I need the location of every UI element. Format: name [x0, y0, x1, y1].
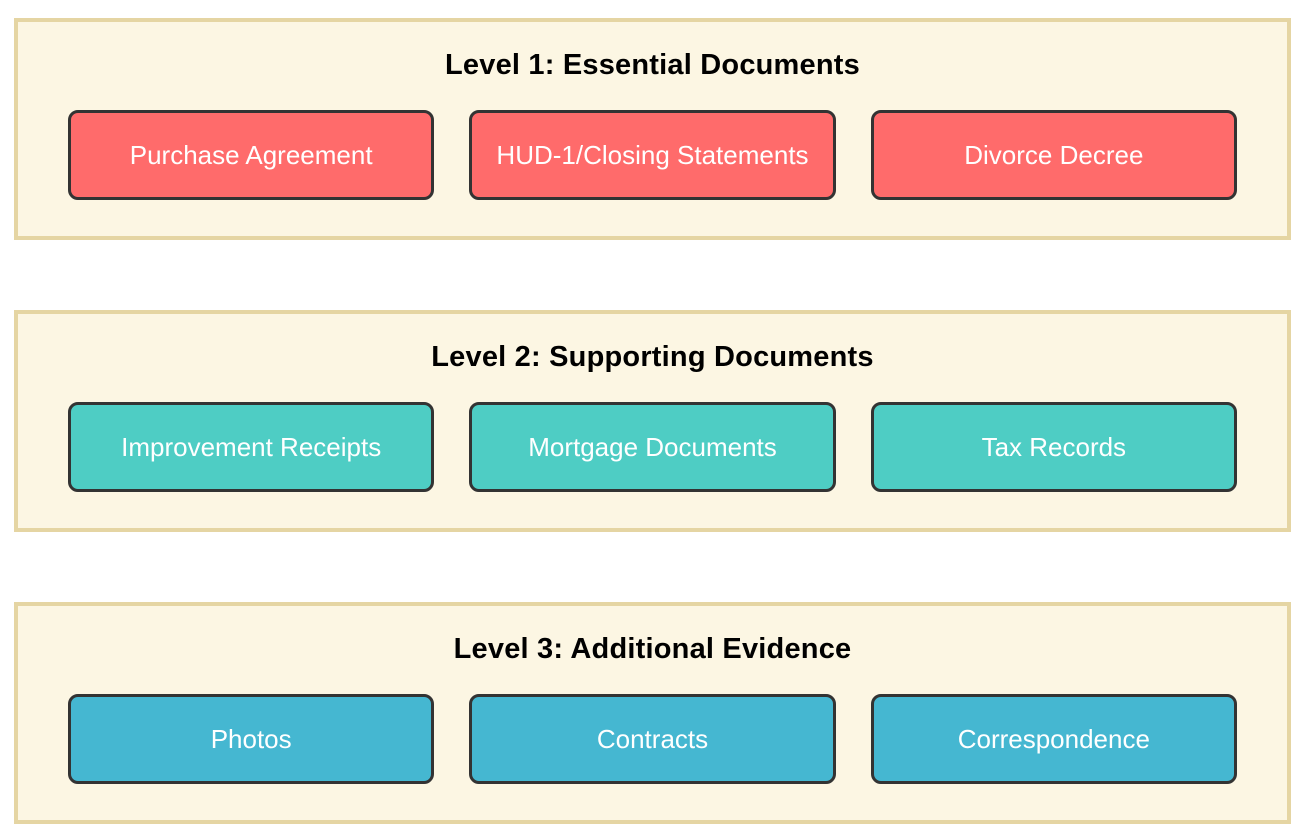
node-divorce-decree: Divorce Decree: [870, 110, 1237, 200]
level-1-node-row: Purchase Agreement HUD-1/Closing Stateme…: [68, 110, 1237, 200]
node-mortgage-documents: Mortgage Documents: [469, 402, 836, 492]
level-3-node-row: Photos Contracts Correspondence: [68, 694, 1237, 784]
node-photos: Photos: [68, 694, 435, 784]
level-2-node-row: Improvement Receipts Mortgage Documents …: [68, 402, 1237, 492]
level-2-container: Level 2: Supporting Documents Improvemen…: [14, 310, 1291, 532]
level-1-title: Level 1: Essential Documents: [445, 49, 860, 81]
level-2-title: Level 2: Supporting Documents: [431, 341, 874, 373]
node-hud1-closing-statements: HUD-1/Closing Statements: [469, 110, 836, 200]
node-tax-records: Tax Records: [870, 402, 1237, 492]
level-3-container: Level 3: Additional Evidence Photos Cont…: [14, 602, 1291, 824]
node-contracts: Contracts: [469, 694, 836, 784]
level-3-title: Level 3: Additional Evidence: [453, 633, 852, 665]
level-1-container: Level 1: Essential Documents Purchase Ag…: [14, 18, 1291, 240]
node-improvement-receipts: Improvement Receipts: [68, 402, 435, 492]
node-correspondence: Correspondence: [870, 694, 1237, 784]
node-purchase-agreement: Purchase Agreement: [68, 110, 435, 200]
